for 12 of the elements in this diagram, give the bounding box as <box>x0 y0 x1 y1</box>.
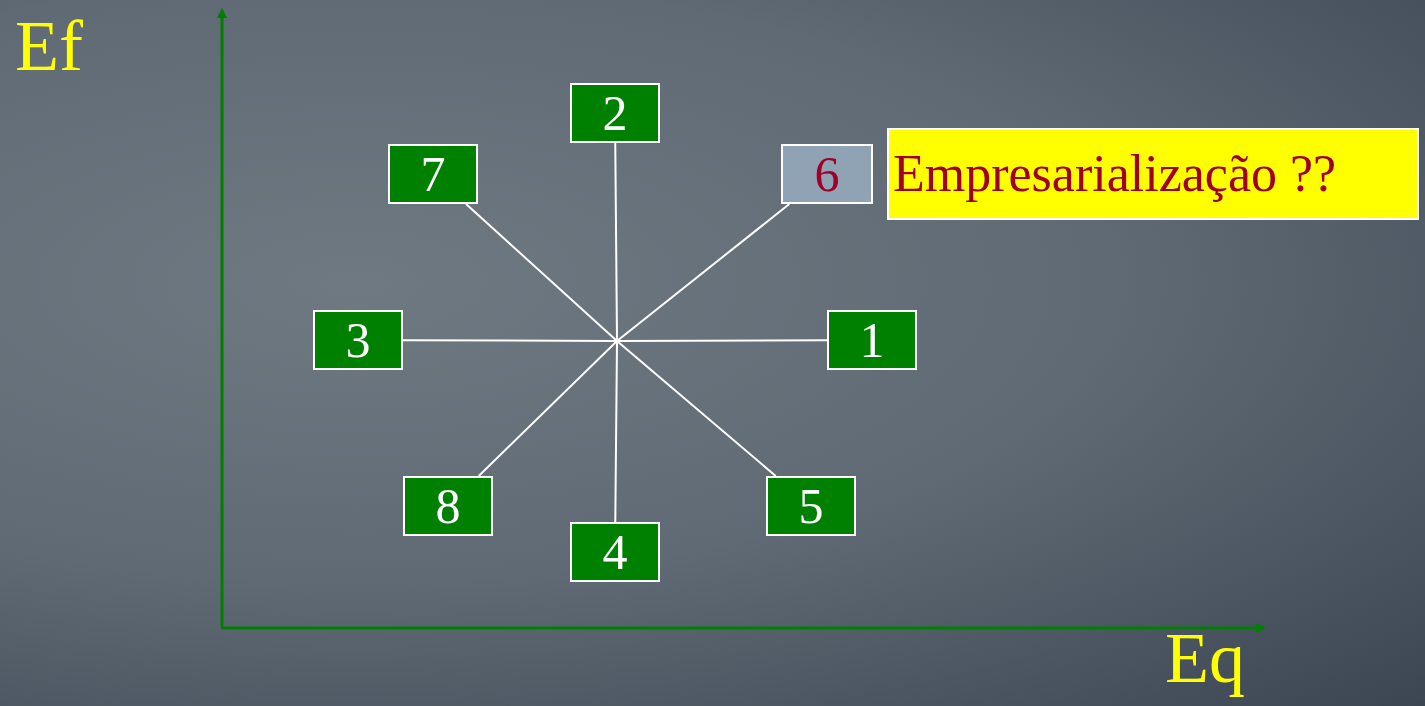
number-box: 1 <box>827 310 917 370</box>
connector-line <box>614 142 618 523</box>
axis-label: Ef <box>15 10 83 82</box>
number-box: 7 <box>388 144 478 204</box>
number-box: 8 <box>403 476 493 536</box>
connector-line <box>402 339 828 342</box>
number-box: 5 <box>766 476 856 536</box>
number-box: 3 <box>313 310 403 370</box>
number-box: 6 <box>781 144 873 204</box>
number-box: 2 <box>570 83 660 143</box>
callout-box: Empresarialização ?? <box>887 128 1419 220</box>
number-box: 4 <box>570 522 660 582</box>
